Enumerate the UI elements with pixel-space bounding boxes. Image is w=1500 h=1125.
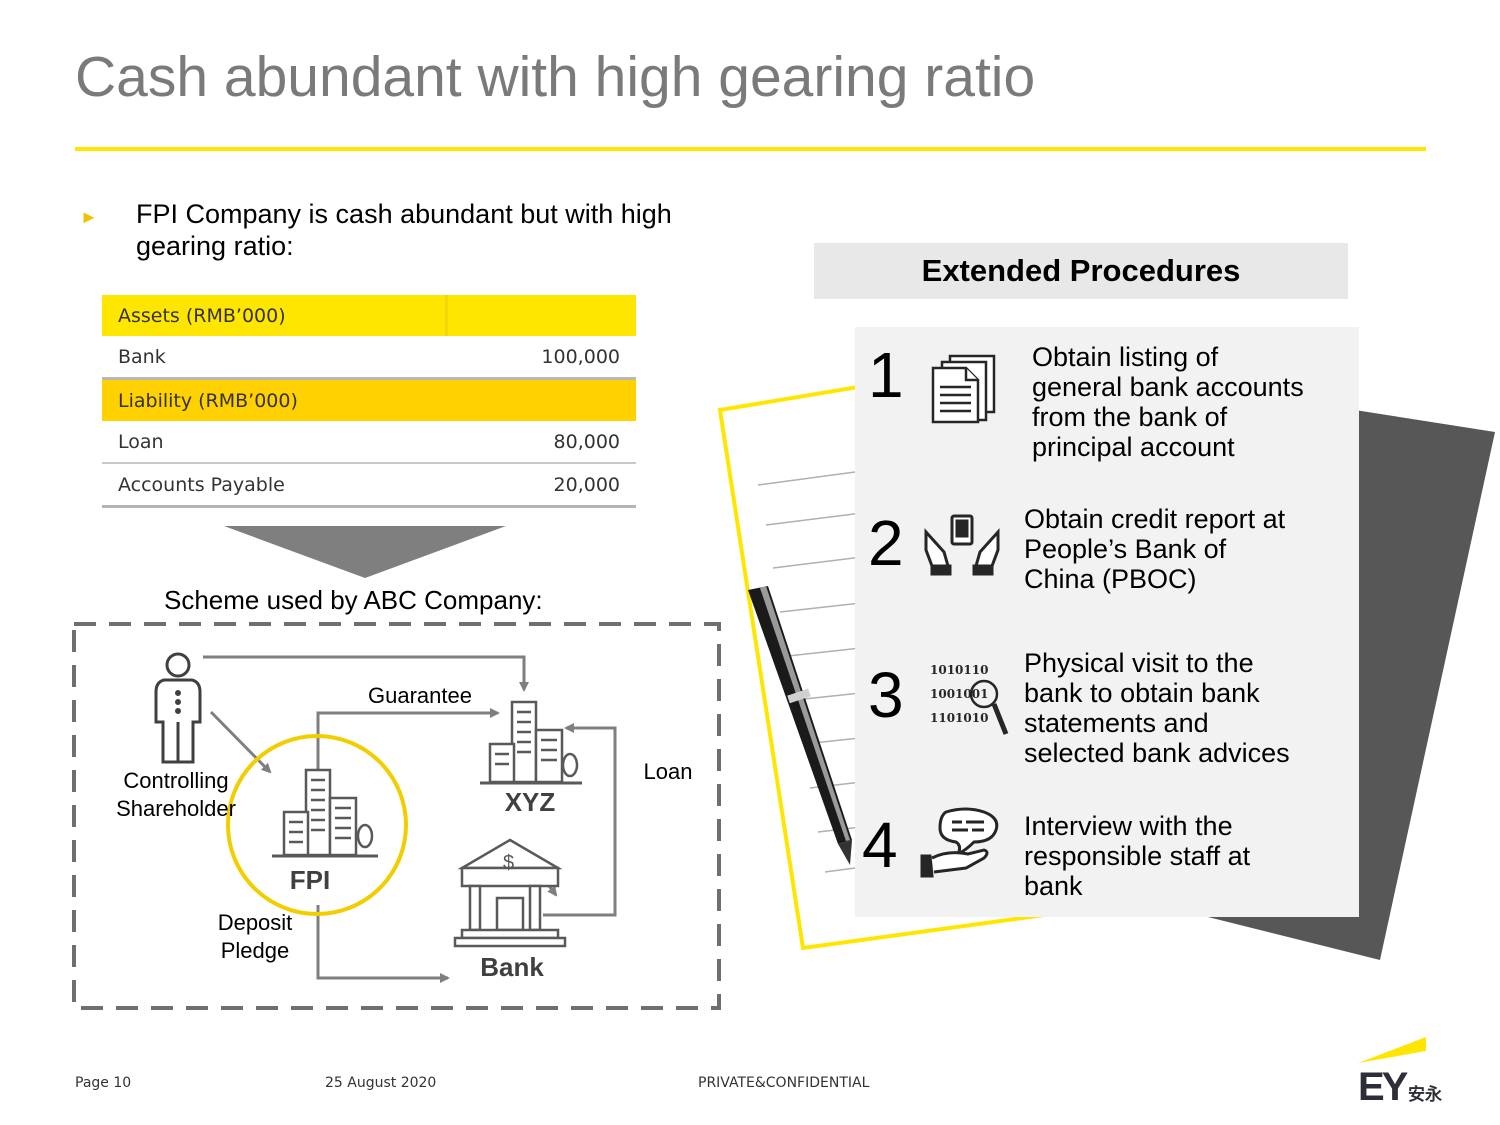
scheme-title: Scheme used by ABC Company: bbox=[164, 585, 543, 615]
scheme-diagram: $ bbox=[72, 622, 721, 1010]
procedures-box bbox=[855, 327, 1359, 917]
bank-value: 100,000 bbox=[541, 345, 620, 368]
down-arrow-icon bbox=[224, 526, 506, 578]
loan-value: 80,000 bbox=[446, 421, 636, 464]
footer-confidential: PRIVATE&CONFIDENTIAL bbox=[698, 1075, 870, 1091]
title-underline bbox=[75, 147, 1426, 151]
svg-text:$: $ bbox=[503, 852, 514, 874]
procedure-3-line: bank to obtain bank bbox=[1024, 678, 1260, 708]
procedure-3-line: selected bank advices bbox=[1024, 738, 1290, 768]
payable-value: 20,000 bbox=[446, 463, 636, 508]
table-row: Liability (RMB’000) bbox=[102, 377, 636, 421]
person-icon bbox=[154, 652, 202, 764]
svg-text:1101010: 1101010 bbox=[930, 711, 988, 725]
table-row: Accounts Payable 20,000 bbox=[102, 463, 636, 508]
procedure-1-text: Obtain listing of general bank accounts … bbox=[1032, 342, 1304, 462]
procedure-1-line: principal account bbox=[1032, 432, 1235, 462]
procedure-3-line: Physical visit to the bbox=[1024, 648, 1254, 678]
procedure-2-line: China (PBOC) bbox=[1024, 564, 1197, 594]
bank-label: Bank bbox=[480, 952, 544, 982]
payable-label: Accounts Payable bbox=[102, 463, 447, 508]
liability-header: Liability (RMB’000) bbox=[102, 377, 636, 421]
fpi-building-icon bbox=[272, 768, 378, 858]
intro-text: FPI Company is cash abundant but with hi… bbox=[136, 199, 672, 261]
xyz-label: XYZ bbox=[504, 787, 556, 817]
procedure-2-text: Obtain credit report at People’s Bank of… bbox=[1024, 504, 1285, 594]
pen-icon bbox=[748, 586, 852, 865]
deposit-pledge-label: Deposit Pledge bbox=[200, 909, 310, 965]
guarantee-arrow-top bbox=[203, 655, 529, 692]
svg-text:1001001: 1001001 bbox=[930, 687, 988, 701]
procedure-3-line: statements and bbox=[1024, 708, 1209, 738]
procedure-3-text: Physical visit to the bank to obtain ban… bbox=[1024, 648, 1290, 768]
procedure-4-line: bank bbox=[1024, 871, 1083, 901]
shareholder-label-line2: Shareholder bbox=[116, 796, 236, 821]
procedure-1-number: 1 bbox=[868, 339, 904, 411]
procedure-4-number: 4 bbox=[862, 809, 898, 881]
financial-table: Assets (RMB’000) Bank 100,000 Liability … bbox=[102, 295, 636, 508]
pledge-arrow bbox=[316, 905, 450, 983]
footer-page: Page 10 bbox=[75, 1075, 132, 1091]
fpi-label: FPI bbox=[289, 865, 331, 895]
assets-header-blank bbox=[446, 295, 636, 336]
loan-arrow bbox=[543, 723, 617, 917]
procedure-2-line: Obtain credit report at bbox=[1024, 504, 1286, 534]
procedure-1-line: from the bank of bbox=[1032, 402, 1228, 432]
loan-label: Loan bbox=[102, 421, 447, 464]
bullet-icon: ► bbox=[80, 207, 98, 227]
scheme-frame bbox=[72, 622, 721, 1010]
shareholder-arrow bbox=[209, 710, 272, 774]
bank-label: Bank bbox=[118, 345, 166, 368]
loan-label: Loan bbox=[643, 759, 693, 784]
ey-beam-icon bbox=[1358, 1037, 1426, 1063]
procedures-header: Extended Procedures bbox=[814, 243, 1348, 299]
ey-logo-cjk: 安永 bbox=[1408, 1085, 1442, 1105]
guarantee-arrow bbox=[316, 708, 500, 770]
svg-text:1010110: 1010110 bbox=[930, 663, 988, 677]
slide-title: Cash abundant with high gearing ratio bbox=[75, 45, 1036, 109]
deposit-label-line1: Deposit bbox=[217, 910, 293, 935]
table-row: Assets (RMB’000) bbox=[102, 295, 636, 336]
binary-search-icon: 1010110 1001001 1101010 bbox=[930, 663, 1009, 735]
bank-building-icon: $ bbox=[453, 838, 567, 948]
shareholder-label-line1: Controlling bbox=[123, 768, 229, 793]
chat-hand-icon bbox=[920, 807, 999, 878]
footer-date: 25 August 2020 bbox=[325, 1075, 437, 1091]
fpi-highlight-circle bbox=[226, 734, 408, 916]
procedure-3-number: 3 bbox=[868, 659, 904, 731]
shareholder-label: Controlling Shareholder bbox=[100, 767, 252, 823]
assets-header: Assets (RMB’000) bbox=[102, 295, 449, 336]
deposit-label-line2: Pledge bbox=[220, 938, 290, 963]
documents-icon bbox=[931, 354, 996, 424]
procedure-4-text: Interview with the responsible staff at … bbox=[1024, 811, 1250, 901]
hands-tablet-icon bbox=[924, 514, 1000, 576]
procedure-1-line: Obtain listing of bbox=[1032, 342, 1219, 372]
procedure-1-line: general bank accounts bbox=[1032, 372, 1304, 402]
procedure-2-line: People’s Bank of bbox=[1024, 534, 1227, 564]
xyz-building-icon bbox=[480, 700, 582, 785]
guarantee-label: Guarantee bbox=[368, 683, 472, 708]
ey-logo-text: EY bbox=[1358, 1065, 1408, 1109]
procedure-4-line: responsible staff at bbox=[1024, 841, 1251, 871]
table-row: Bank 100,000 bbox=[102, 336, 636, 379]
table-row: Loan 80,000 bbox=[102, 421, 636, 464]
ey-logo: EY 安永 bbox=[1356, 1035, 1446, 1110]
procedure-2-number: 2 bbox=[868, 507, 904, 579]
procedure-4-line: Interview with the bbox=[1024, 811, 1233, 841]
